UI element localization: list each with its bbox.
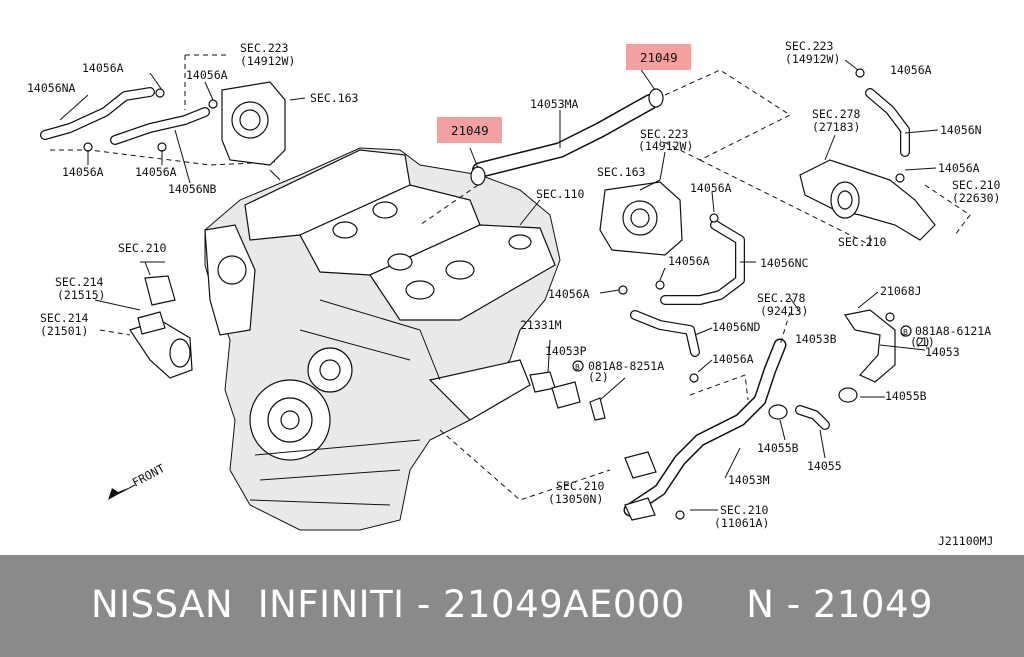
part-label: 14056N [940,123,982,137]
part-label: SEC.223 [240,41,289,55]
part-label: (27183) [812,120,860,134]
bolt-marker-b-letter: B [575,363,580,372]
part-label: (13050N) [548,492,603,506]
part-label: 14053M [728,473,770,487]
part-label: (22630) [952,191,1000,205]
banner-text: NISSAN INFINITI - 21049AE000 N - 21049 [90,583,934,626]
bolt-marker-b-letter: B [903,328,908,337]
part-label: 14053 [925,345,960,359]
engine-cooling-diagram: FRONT 21049 21049 14056A SEC.223 (14912W… [27,39,1001,548]
part-label: 14056A [62,165,104,179]
part-labels: 14056A SEC.223 (14912W) 14056NA 14056A S… [27,39,1001,548]
part-label: 14056A [668,254,710,268]
parts-diagram: FRONT 21049 21049 14056A SEC.223 (14912W… [27,39,1001,548]
part-label: 14056NB [168,182,217,196]
part-label: 14056A [548,287,590,301]
highlight-label-left: 21049 [451,123,489,138]
part-label: 14053MA [530,97,579,111]
upper-left-hoses [40,54,306,184]
front-label: FRONT [130,461,167,490]
part-label: 14056A [690,181,732,195]
diagram-code: J21100MJ [938,534,993,548]
highlight-box-top [626,44,691,70]
highlight-label-top: 21049 [640,50,678,65]
part-label: SEC.223 [785,39,834,53]
part-label: (21501) [40,324,88,338]
upper-water-pipe [419,67,792,226]
part-label: SEC.210 [720,503,769,517]
part-label: (21515) [57,288,105,302]
front-arrow: FRONT [108,461,167,500]
part-label: SEC.163 [310,91,359,105]
part-label: 081A8-8251A [588,359,664,373]
part-label: (92413) [760,304,808,318]
engine-assembly [204,147,561,531]
part-label: SEC.210 [838,235,887,249]
part-label: 081A8-6121A [915,324,991,338]
lower-center-parts [439,329,626,501]
part-label: 14055B [757,441,799,455]
part-label: (14912W) [638,139,693,153]
part-label: 14053P [545,344,587,358]
part-label: SEC.210 [118,241,167,255]
part-label: 14055B [885,389,927,403]
bolt-marker-b [572,360,584,372]
part-label: 14055 [807,459,842,473]
part-label: SEC.278 [757,291,806,305]
bolt-marker-b [900,325,912,337]
part-label: SEC.223 [640,127,689,141]
part-label: (2) [910,335,931,349]
part-label: SEC.163 [597,165,646,179]
part-label: SEC.210 [952,178,1001,192]
upper-right-hoses [699,59,971,246]
part-label: SEC.278 [812,107,861,121]
part-label: 21331M [520,318,562,332]
throttle-body-center [599,151,756,383]
lower-right-pipes [623,291,926,521]
part-label: SEC.210 [556,479,605,493]
part-label: 21068J [880,284,922,298]
part-label: (14912W) [240,54,295,68]
part-label: SEC.110 [536,187,585,201]
part-label: 14056A [135,165,177,179]
part-label: 14053B [795,332,837,346]
part-label: 14056A [82,61,124,75]
part-label: 14056NA [27,81,76,95]
left-housings [94,261,193,379]
part-label: SEC.214 [40,311,89,325]
part-label: 14056A [938,161,980,175]
part-label: 14056A [890,63,932,77]
part-label: (14912W) [785,52,840,66]
part-label: (11061A) [714,516,769,530]
part-label: 14056A [712,352,754,366]
highlight-box-left [437,117,502,143]
part-label: (2) [588,370,609,384]
part-label: 14056ND [712,320,761,334]
part-number-banner: NISSAN INFINITI - 21049AE000 N - 21049 [0,555,1024,657]
part-label: 14056NC [760,256,809,270]
part-label: (1) [914,335,935,349]
part-label: 14056A [186,68,228,82]
part-label: SEC.214 [55,275,104,289]
